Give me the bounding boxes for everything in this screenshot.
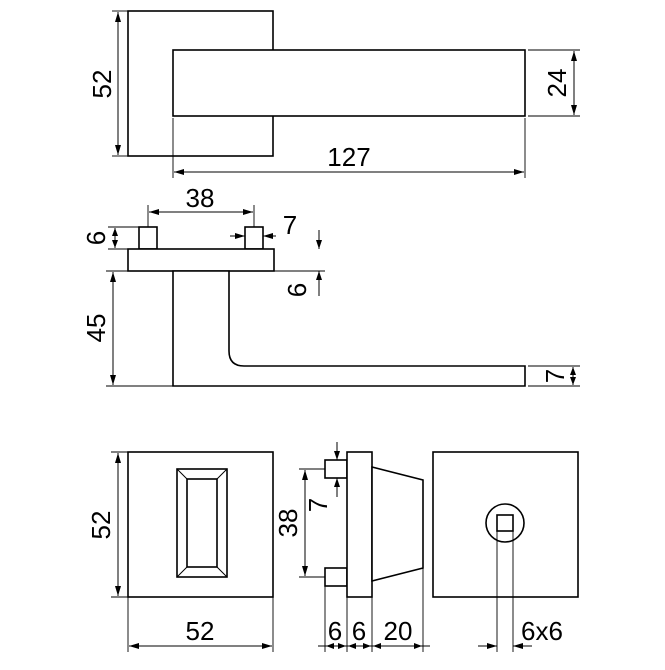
profile-pin-spacing-label: 38 xyxy=(273,509,303,538)
release-spindle-label: 6x6 xyxy=(521,616,563,646)
thumbturn-knob-inner xyxy=(186,478,218,568)
thumbturn-bevel xyxy=(176,468,188,480)
side-pin-spacing-label: 38 xyxy=(186,183,215,213)
top-lever-length-label: 127 xyxy=(327,142,370,172)
side-plate-thickness-dim: 6 xyxy=(274,230,325,297)
profile-pin-width-label: 7 xyxy=(303,498,333,512)
thumbturn-height-label: 52 xyxy=(86,511,116,540)
profile-plate-depth-label: 6 xyxy=(352,616,366,646)
top-lever-length-dim: 127 xyxy=(172,118,526,178)
top-rose-height-dim: 52 xyxy=(87,10,128,157)
profile-pin-depth-label: 6 xyxy=(328,616,342,646)
side-lever-thickness-label: 7 xyxy=(540,369,570,383)
side-pin-width-dim: 7 xyxy=(230,210,297,240)
profile-body xyxy=(371,465,424,583)
profile-body-depth-label: 20 xyxy=(384,616,413,646)
release-rose-view: 6x6 xyxy=(432,451,579,652)
side-pin-width-label: 7 xyxy=(283,210,297,240)
side-lever-drop-dim: 45 xyxy=(81,270,173,387)
top-lever-outline xyxy=(172,49,526,117)
side-lever-thickness-dim: 7 xyxy=(528,365,580,387)
side-lever-profile xyxy=(172,270,526,387)
side-plate xyxy=(127,248,275,272)
thumbturn-height-dim: 52 xyxy=(86,451,128,598)
top-lever-height-label: 24 xyxy=(542,69,572,98)
rose-profile-view: 38 7 6 6 20 xyxy=(273,442,430,652)
thumbturn-width-dim: 52 xyxy=(127,597,274,652)
top-view: 52 24 127 xyxy=(87,10,580,178)
side-pin-height-label: 6 xyxy=(81,231,111,245)
profile-pin-spacing-dim: 38 xyxy=(273,468,325,578)
side-plate-thickness-label: 6 xyxy=(282,283,312,297)
profile-pin-bottom xyxy=(324,567,348,587)
side-pin-spacing-dim: 38 xyxy=(147,183,255,227)
profile-plate xyxy=(346,451,373,598)
profile-pin-top xyxy=(324,459,348,479)
side-pin-right xyxy=(244,226,264,250)
side-view: 38 7 6 6 xyxy=(81,183,580,387)
side-pin-height-dim: 6 xyxy=(81,226,139,250)
side-lever-drop-label: 45 xyxy=(81,314,111,343)
release-square-spindle xyxy=(496,514,514,532)
top-lever-height-dim: 24 xyxy=(528,49,580,117)
side-pin-left xyxy=(138,226,158,250)
top-rose-height-label: 52 xyxy=(87,70,117,99)
thumbturn-rose-view: 52 52 xyxy=(86,451,274,652)
thumbturn-width-label: 52 xyxy=(186,616,215,646)
release-spindle-dim: 6x6 xyxy=(478,531,563,652)
profile-pin-width-dim: 7 xyxy=(303,442,340,512)
profile-depth-dims: 6 6 20 xyxy=(318,568,430,652)
